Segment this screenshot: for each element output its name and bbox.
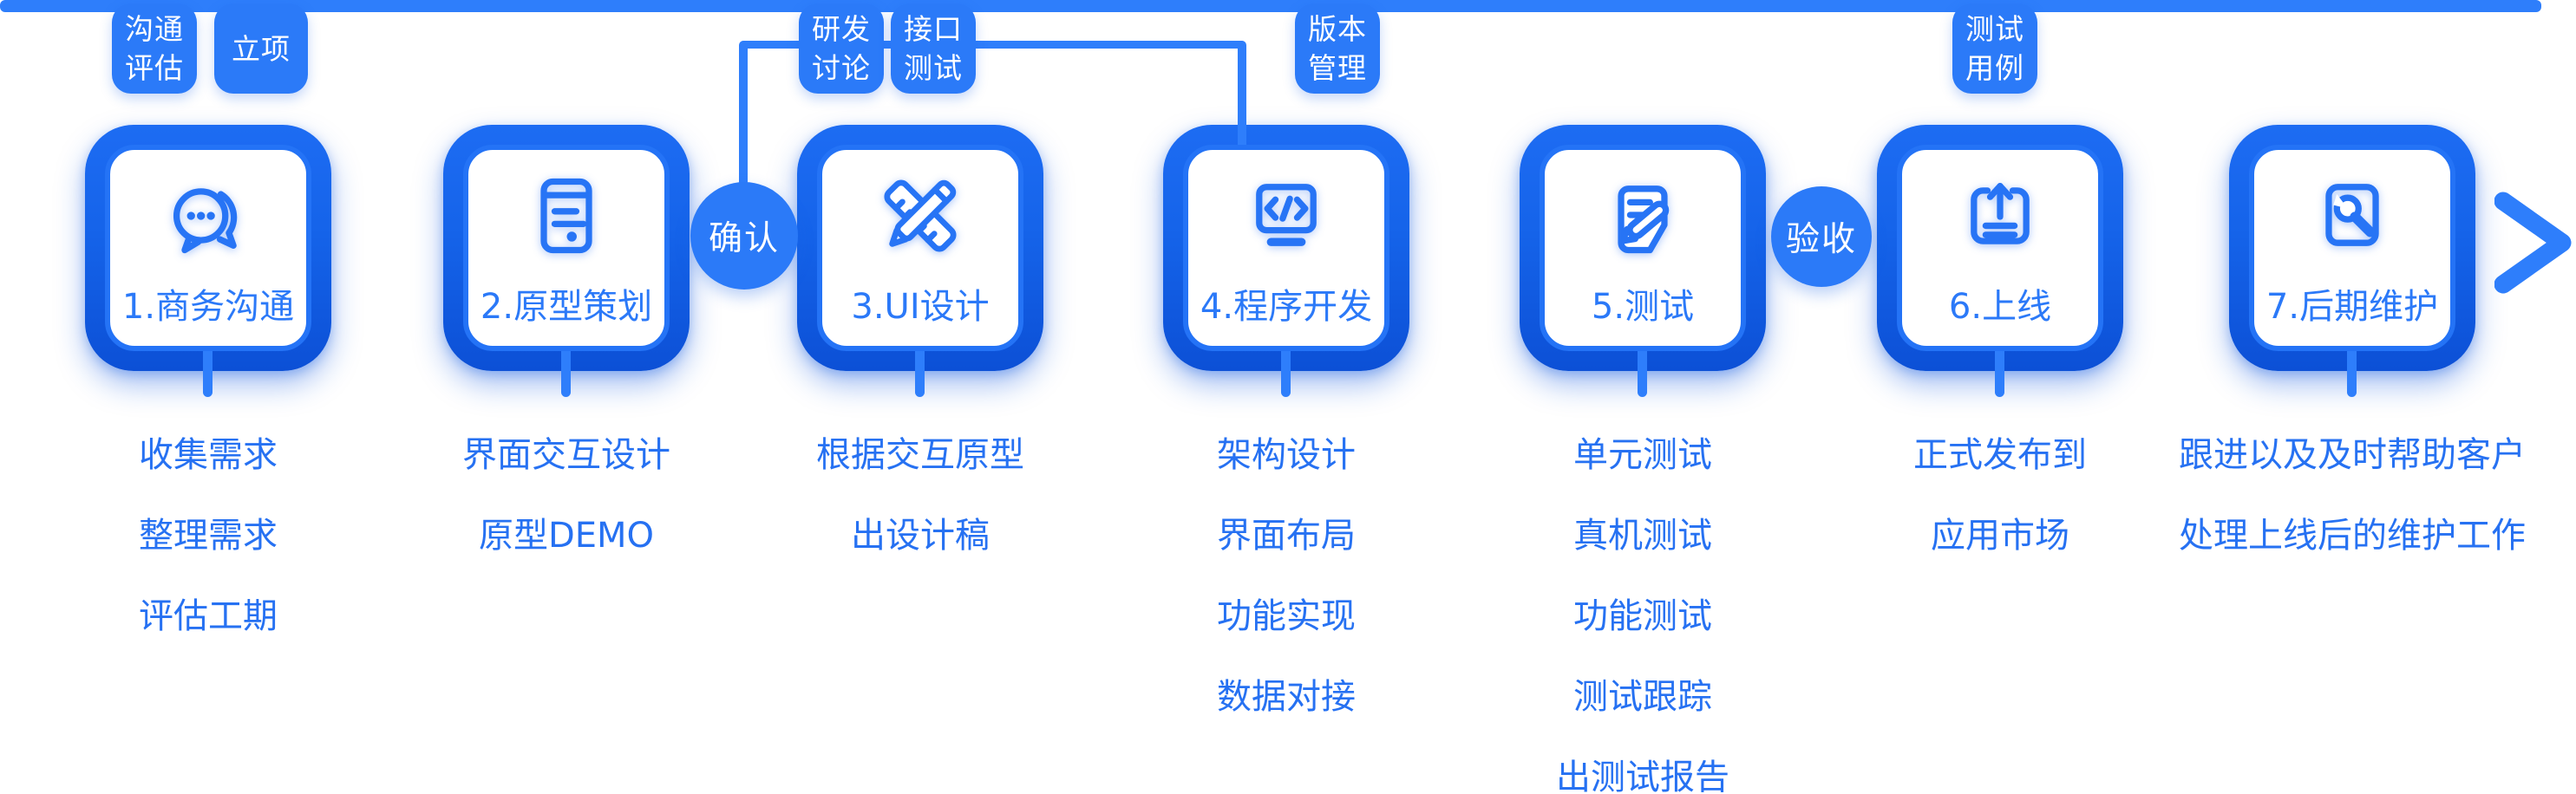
stage-maintenance: 7.后期维护 (2229, 125, 2475, 371)
badge-line: 评估 (125, 51, 184, 85)
task-list-ui-design: 根据交互原型 出设计稿 (712, 438, 1128, 599)
task-item: 跟进以及及时帮助客户 (2179, 435, 2526, 475)
process-timeline (0, 0, 2541, 12)
stage-label: 6.上线 (1948, 287, 2052, 327)
task-item: 应用市场 (1931, 516, 2069, 556)
stage-launch: 6.上线 (1877, 125, 2123, 371)
task-list-testing: 单元测试 真机测试 功能测试 测试跟踪 出测试报告 (1435, 438, 1851, 794)
task-list-program-development: 架构设计 界面布局 功能实现 数据对接 (1078, 438, 1494, 760)
task-item: 出设计稿 (851, 516, 990, 556)
flow-direction-arrow-icon (2494, 192, 2572, 294)
badge-line: 研发 (812, 12, 871, 46)
stage-task-connector (561, 347, 571, 397)
code-monitor-icon (1241, 171, 1331, 261)
stage-label: 7.后期维护 (2265, 287, 2439, 327)
stage-card: 4.程序开发 (1183, 145, 1389, 351)
stage-task-connector (1638, 347, 1647, 397)
badge-rd-discussion: 研发 讨论 (799, 3, 884, 94)
stage-label: 4.程序开发 (1200, 287, 1373, 327)
stage-label: 5.测试 (1591, 287, 1695, 327)
acceptance-milestone: 验收 (1771, 186, 1872, 287)
task-item: 真机测试 (1573, 516, 1712, 556)
task-list-maintenance: 跟进以及及时帮助客户 处理上线后的维护工作 (2144, 438, 2560, 599)
task-item: 评估工期 (139, 596, 278, 636)
badge-test-case: 测试 用例 (1952, 3, 2037, 94)
task-item: 整理需求 (139, 516, 278, 556)
stage-task-connector (1995, 347, 2004, 397)
task-item: 收集需求 (139, 435, 278, 475)
task-item: 功能实现 (1217, 596, 1356, 636)
stage-program-development: 4.程序开发 (1163, 125, 1409, 371)
task-list-prototype-planning: 界面交互设计 原型DEMO (358, 438, 775, 599)
stage-task-connector (203, 347, 212, 397)
ruler-pencil-icon (875, 171, 965, 261)
stage-task-connector (2347, 347, 2357, 397)
badge-line: 接口 (904, 12, 963, 46)
task-item: 测试跟踪 (1573, 677, 1712, 717)
stage-card: 6.上线 (1897, 145, 2103, 351)
badge-line: 沟通 (125, 12, 184, 46)
task-item: 出测试报告 (1556, 758, 1729, 794)
task-item: 功能测试 (1573, 596, 1712, 636)
badge-project-approval: 立项 (214, 3, 308, 94)
confirm-milestone: 确认 (690, 182, 798, 290)
prototype-document-icon (521, 171, 611, 261)
stage-testing: 5.测试 (1520, 125, 1766, 371)
test-report-icon (1598, 171, 1688, 261)
badge-line: 讨论 (812, 51, 871, 85)
task-item: 根据交互原型 (816, 435, 1024, 475)
task-item: 处理上线后的维护工作 (2179, 516, 2526, 556)
task-item: 正式发布到 (1913, 435, 2087, 475)
stage-business-communication: 1.商务沟通 (85, 125, 331, 371)
badge-line: 版本 (1308, 12, 1367, 46)
badge-line: 立项 (232, 31, 291, 66)
badge-line: 管理 (1308, 51, 1367, 85)
stage-card: 2.原型策划 (463, 145, 670, 351)
badge-communication-assessment: 沟通 评估 (112, 3, 197, 94)
task-item: 界面交互设计 (462, 435, 670, 475)
stage-label: 3.UI设计 (851, 287, 990, 327)
stage-task-connector (915, 347, 925, 397)
stage-prototype-planning: 2.原型策划 (443, 125, 690, 371)
launch-upload-icon (1955, 171, 2045, 261)
stage-ui-design: 3.UI设计 (797, 125, 1043, 371)
stage-label: 1.商务沟通 (121, 287, 295, 327)
stage-label: 2.原型策划 (480, 287, 653, 327)
stage-card: 1.商务沟通 (105, 145, 311, 351)
top-branch-line (740, 41, 1246, 49)
maintenance-wrench-icon (2307, 171, 2397, 261)
task-item: 原型DEMO (478, 516, 655, 556)
task-list-business-communication: 收集需求 整理需求 评估工期 (0, 438, 416, 680)
milestone-label: 验收 (1785, 220, 1857, 259)
stage-card: 5.测试 (1540, 145, 1746, 351)
stage-card: 7.后期维护 (2249, 145, 2455, 351)
task-item: 数据对接 (1217, 677, 1356, 717)
task-item: 界面布局 (1217, 516, 1356, 556)
chat-bubbles-icon (163, 171, 253, 261)
badge-line: 用例 (1965, 51, 2024, 85)
stage-card: 3.UI设计 (817, 145, 1023, 351)
top-branch-drop-to-stage4 (1238, 41, 1246, 149)
milestone-label: 确认 (708, 219, 780, 258)
task-list-launch: 正式发布到 应用市场 (1792, 438, 2208, 599)
stage-task-connector (1281, 347, 1291, 397)
badge-line: 测试 (904, 51, 963, 85)
badge-interface-test: 接口 测试 (891, 3, 976, 94)
top-branch-drop-to-confirm (739, 41, 748, 186)
badge-version-management: 版本 管理 (1295, 3, 1380, 94)
task-item: 架构设计 (1217, 435, 1356, 475)
badge-line: 测试 (1965, 12, 2024, 46)
task-item: 单元测试 (1573, 435, 1712, 475)
